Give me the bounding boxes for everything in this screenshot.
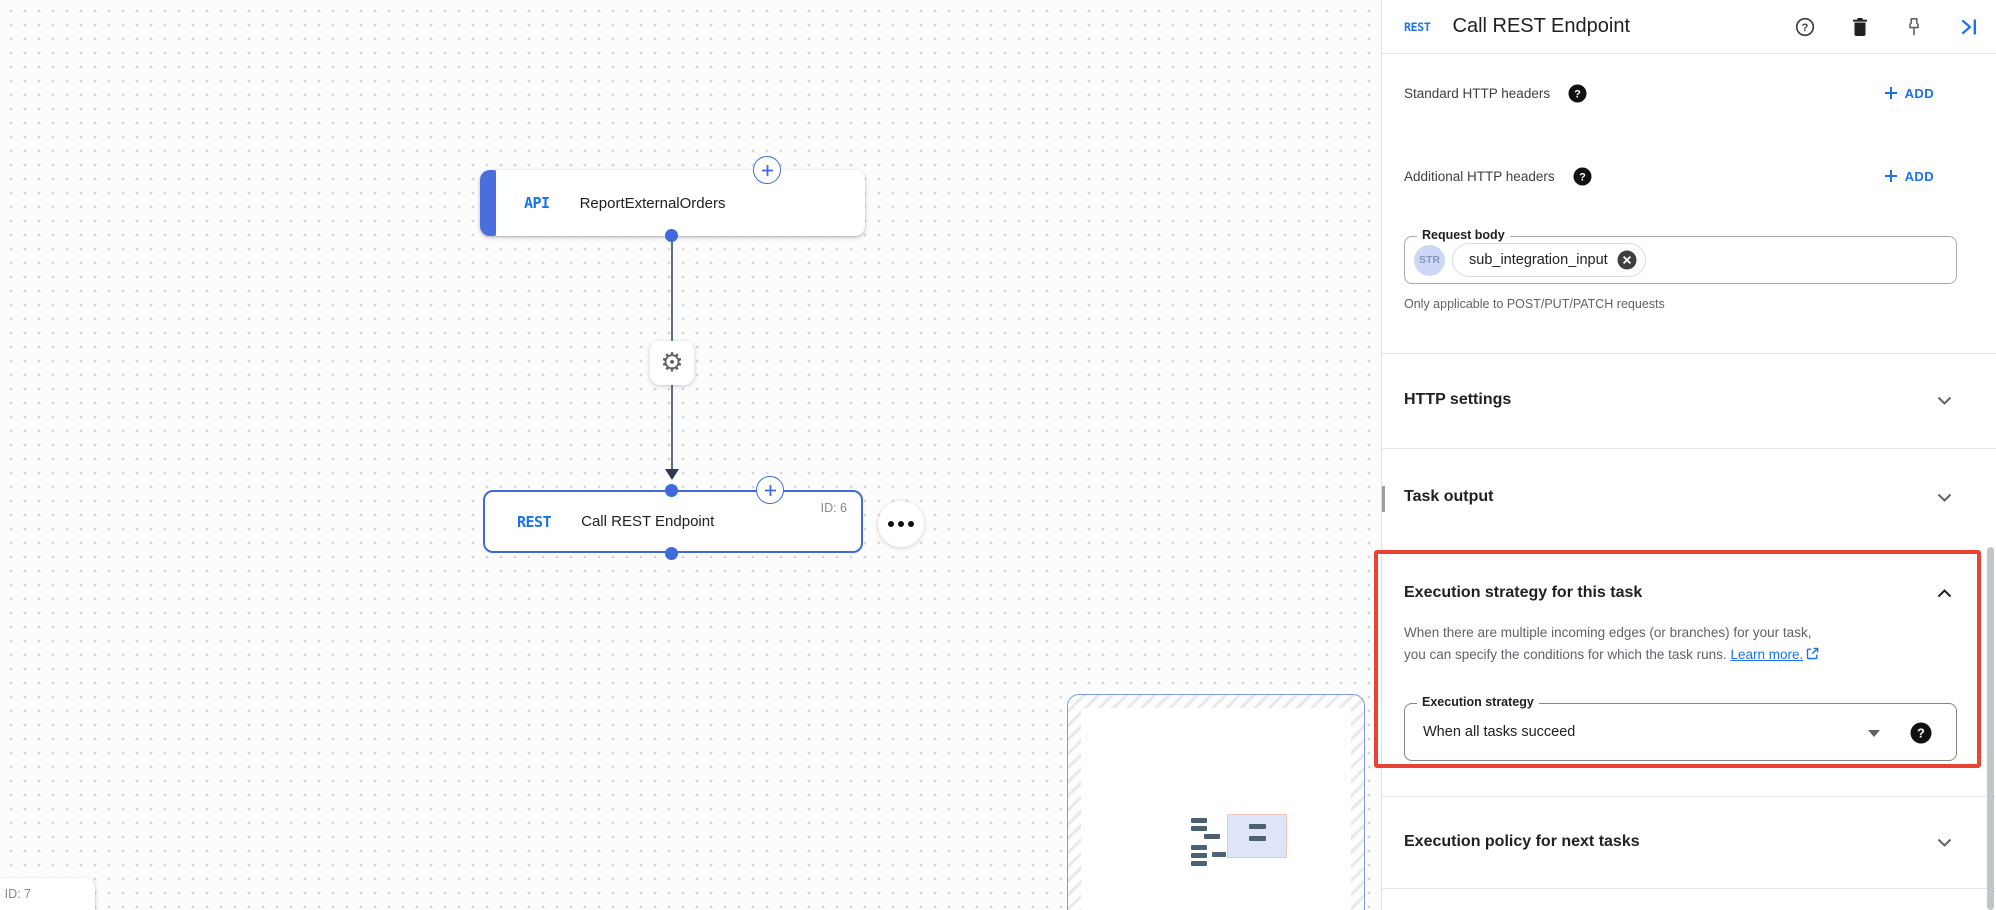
node-call-rest-endpoint[interactable]: REST Call REST Endpoint ID: 6 (483, 490, 863, 553)
standard-headers-row: Standard HTTP headers ? ADD (1404, 73, 1934, 113)
panel-divider (1381, 0, 1382, 910)
http-settings-title: HTTP settings (1404, 391, 1512, 408)
chevron-down-icon[interactable] (1937, 493, 1952, 502)
description-line1: When there are multiple incoming edges (… (1404, 625, 1812, 640)
delete-trash-icon[interactable] (1850, 16, 1870, 38)
divider (1382, 53, 1996, 54)
add-additional-header-button[interactable]: ADD (1884, 169, 1934, 184)
variable-chip-label: sub_integration_input (1469, 252, 1608, 268)
task-output-title: Task output (1404, 488, 1494, 505)
divider (1382, 353, 1996, 354)
request-body-helper: Only applicable to POST/PUT/PATCH reques… (1404, 297, 1665, 311)
svg-text:?: ? (1574, 88, 1581, 100)
panel-header: REST Call REST Endpoint ? (1382, 0, 1996, 53)
dot-icon (898, 521, 904, 527)
scroll-position-mark (1382, 486, 1385, 512)
chevron-up-icon[interactable] (1937, 588, 1952, 598)
request-body-label: Request body (1417, 228, 1510, 242)
trigger-output-port[interactable] (665, 229, 678, 242)
chevron-down-icon[interactable] (1937, 396, 1952, 405)
panel-title: Call REST Endpoint (1452, 15, 1631, 37)
standard-headers-label: Standard HTTP headers (1404, 85, 1551, 101)
partial-node-id-label: ID: 7 (4, 887, 31, 901)
trigger-node-label: ReportExternalOrders (579, 194, 726, 212)
log-list-icon (1191, 814, 1291, 868)
remove-variable-icon[interactable] (1617, 250, 1637, 270)
divider (1382, 796, 1996, 797)
plus-icon (761, 164, 773, 176)
pin-icon[interactable] (1904, 16, 1924, 38)
edge-settings-gear-icon[interactable]: ⚙ (650, 341, 694, 385)
preview-rect-icon (1227, 814, 1287, 858)
section-execution-policy[interactable]: Execution policy for next tasks (1404, 826, 1952, 858)
help-icon[interactable]: ? (1794, 16, 1816, 38)
plus-icon (1884, 87, 1897, 99)
node-partial-bottom-left[interactable]: ID: 7 (0, 878, 95, 910)
dot-icon (908, 521, 914, 527)
dropdown-caret-icon[interactable] (1868, 730, 1880, 737)
request-body-field[interactable]: Request body STR sub_integration_input (1404, 228, 1957, 284)
svg-text:?: ? (1579, 171, 1586, 183)
rest-badge: REST (1404, 19, 1431, 34)
divider (1382, 888, 1996, 889)
string-type-badge: STR (1414, 244, 1445, 276)
add-button-label: ADD (1904, 85, 1934, 101)
task-input-port[interactable] (665, 484, 678, 497)
section-execution-strategy[interactable]: Execution strategy for this task (1404, 577, 1952, 609)
svg-text:?: ? (1802, 22, 1809, 34)
execution-strategy-title: Execution strategy for this task (1404, 584, 1643, 601)
task-context-menu-button[interactable] (878, 501, 924, 547)
learn-more-link[interactable]: Learn more. (1730, 647, 1804, 662)
workflow-canvas[interactable]: API ReportExternalOrders ⚙ REST Call RES… (0, 0, 1382, 910)
execution-strategy-description: When there are multiple incoming edges (… (1404, 622, 1970, 667)
external-link-icon (1806, 645, 1819, 667)
additional-headers-label: Additional HTTP headers (1404, 168, 1555, 184)
description-line2: you can specify the conditions for which… (1404, 647, 1727, 662)
rest-task-badge: REST (517, 512, 552, 531)
plus-icon (1884, 170, 1897, 182)
collapse-panel-icon[interactable] (1958, 16, 1980, 38)
add-button-label: ADD (1904, 168, 1934, 184)
trigger-accent-bar (480, 170, 496, 236)
execution-strategy-dropdown[interactable]: Execution strategy When all tasks succee… (1404, 695, 1957, 761)
panel-header-actions: ? (1794, 0, 1980, 53)
placeholder-inner-area (1081, 708, 1351, 910)
add-standard-header-button[interactable]: ADD (1884, 86, 1934, 101)
task-output-port[interactable] (665, 547, 678, 560)
placeholder-overlay-box (1067, 694, 1365, 910)
chevron-down-icon[interactable] (1937, 838, 1952, 847)
variable-chip[interactable]: sub_integration_input (1452, 243, 1646, 277)
plus-icon (764, 484, 776, 496)
help-filled-icon[interactable]: ? (1573, 167, 1592, 186)
section-task-output[interactable]: Task output (1404, 481, 1952, 513)
execution-strategy-value: When all tasks succeed (1423, 724, 1576, 740)
execution-strategy-field-label: Execution strategy (1417, 695, 1539, 709)
execution-policy-title: Execution policy for next tasks (1404, 833, 1640, 850)
edge-arrowhead-icon (665, 469, 679, 480)
help-filled-icon[interactable]: ? (1568, 84, 1587, 103)
svg-text:?: ? (1917, 727, 1925, 741)
dot-icon (888, 521, 894, 527)
additional-headers-row: Additional HTTP headers ? ADD (1404, 156, 1934, 196)
section-http-settings[interactable]: HTTP settings (1404, 384, 1952, 416)
add-edge-button-task[interactable] (756, 476, 784, 504)
divider (1382, 448, 1996, 449)
help-filled-icon[interactable]: ? (1910, 722, 1932, 744)
node-report-external-orders[interactable]: API ReportExternalOrders (480, 170, 865, 236)
task-id-label: ID: 6 (820, 501, 847, 515)
add-edge-button-trigger[interactable] (753, 156, 781, 184)
panel-scrollbar[interactable] (1987, 547, 1994, 910)
api-trigger-badge: API (524, 194, 550, 212)
task-node-label: Call REST Endpoint (581, 513, 715, 530)
task-config-panel: REST Call REST Endpoint ? Standard HTTP … (1382, 0, 1996, 910)
